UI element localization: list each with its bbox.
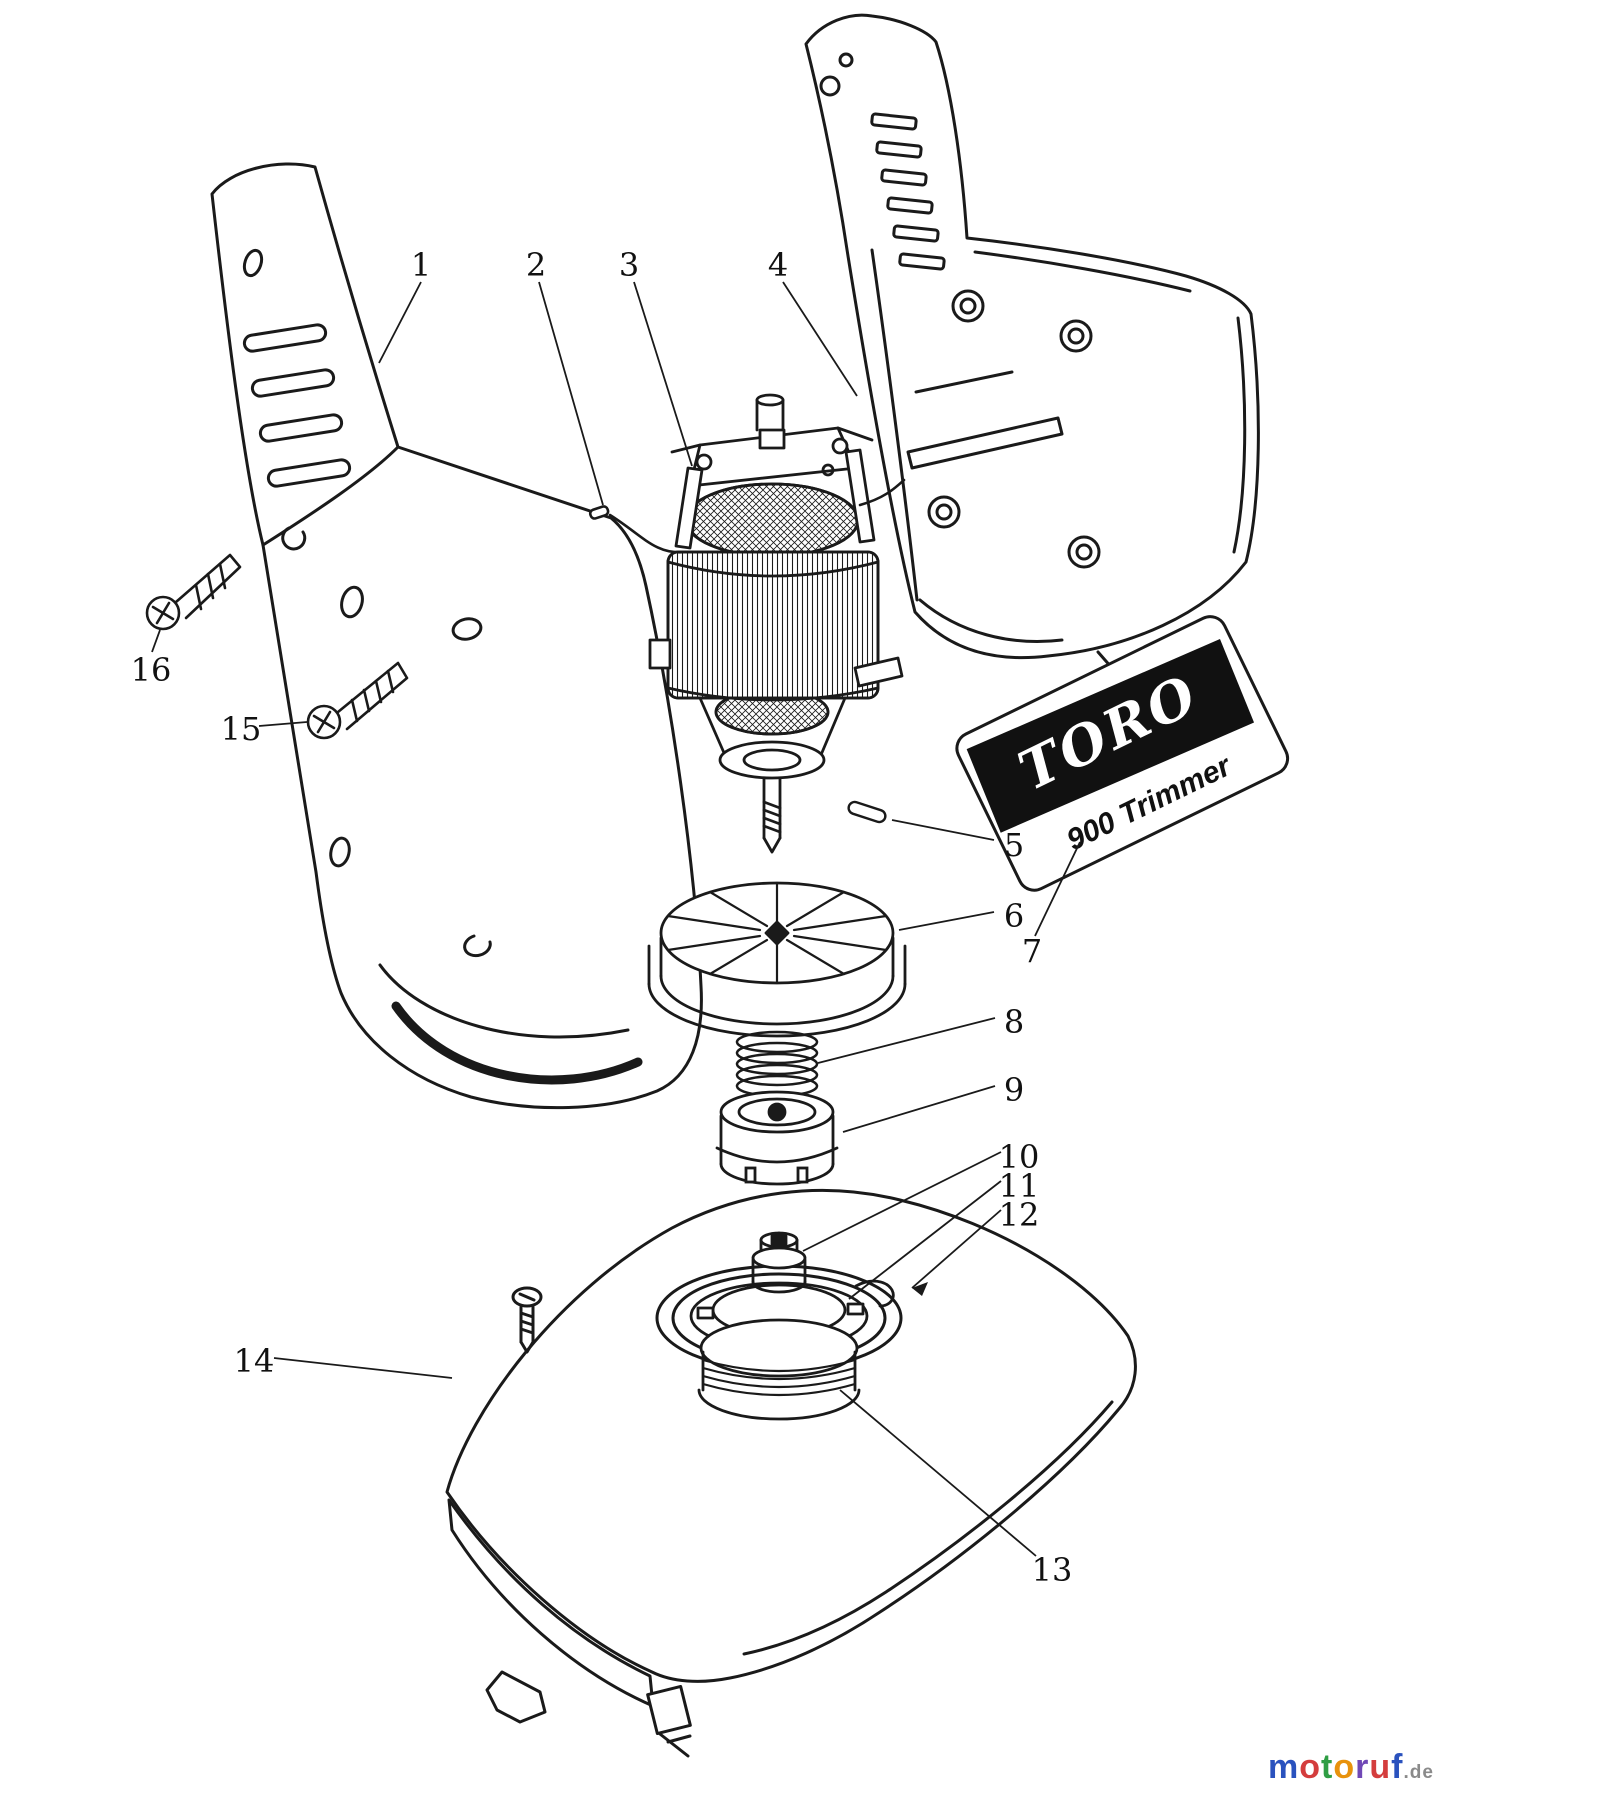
shield-deck: [445, 1188, 1137, 1758]
motor-assembly: [648, 393, 904, 854]
screw-16: [145, 553, 242, 631]
watermark-letter: o: [1299, 1748, 1322, 1786]
watermark-letter: u: [1369, 1748, 1392, 1786]
callout-5: 5: [1004, 826, 1024, 864]
callout-11: 11: [999, 1167, 1040, 1205]
watermark-suffix: .de: [1403, 1762, 1434, 1783]
drive-pin: [847, 800, 887, 824]
callout-15: 15: [221, 710, 262, 748]
spool-assembly: [689, 1231, 895, 1421]
callout-13: 13: [1032, 1551, 1073, 1589]
callout-6: 6: [1004, 897, 1024, 935]
watermark-letter: m: [1268, 1748, 1300, 1786]
callout-3: 3: [619, 246, 639, 284]
callout-2: 2: [526, 246, 546, 284]
watermark-letter: t: [1321, 1748, 1334, 1786]
watermark-letter: r: [1355, 1748, 1370, 1786]
callout-12: 12: [999, 1196, 1040, 1234]
watermark-motoruf: motoruf.de: [1268, 1750, 1434, 1784]
callout-9: 9: [1004, 1071, 1024, 1109]
right-housing-half: [804, 13, 1260, 670]
coil-spring: [735, 1030, 819, 1098]
watermark-letter: f: [1391, 1748, 1404, 1786]
leader-lines: [151, 281, 1081, 1557]
callout-numbers: 1 2 3 4 5 6 7 8 9 10 11 12 13 14 15 16: [131, 246, 1073, 1589]
callout-4: 4: [768, 246, 788, 284]
left-housing-half: [210, 162, 703, 1110]
callout-8: 8: [1004, 1003, 1024, 1041]
watermark-letter: o: [1333, 1748, 1356, 1786]
motor-wire: [588, 478, 906, 554]
callout-10: 10: [999, 1138, 1040, 1176]
drive-cup: [715, 1090, 839, 1186]
callout-14: 14: [234, 1342, 275, 1380]
callout-16: 16: [131, 651, 172, 689]
callout-1: 1: [411, 246, 431, 284]
screw-15: [306, 661, 409, 740]
fan-impeller: [647, 881, 907, 1038]
toro-label: TORO 900 Trimmer: [955, 615, 1290, 892]
callout-7: 7: [1022, 932, 1042, 970]
